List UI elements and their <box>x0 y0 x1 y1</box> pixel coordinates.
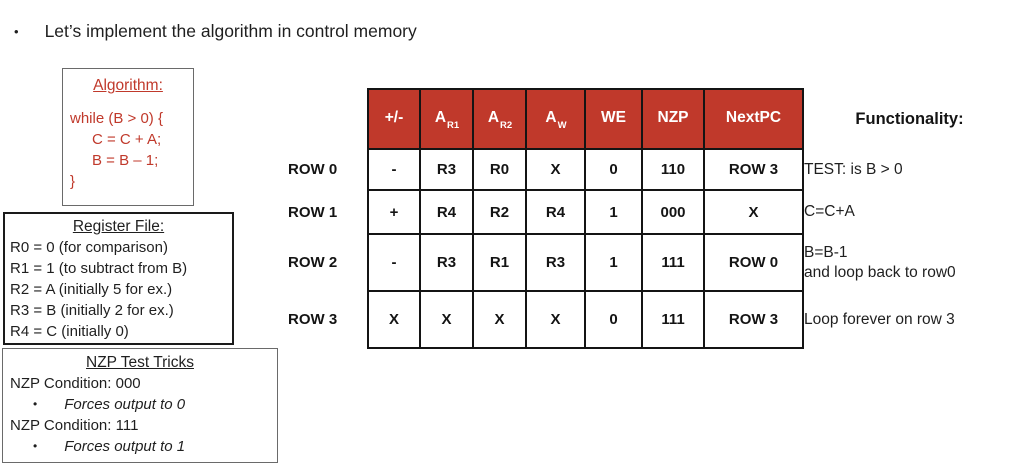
header-subscript: R1 <box>447 120 460 132</box>
table-cell: R1 <box>472 233 527 292</box>
header-subscript: W <box>557 120 567 132</box>
control-memory-table: +/- AR1 AR2 AW WE NZP NextPC Functionali… <box>288 88 1015 349</box>
nzp-condition: NZP Condition: 000 <box>10 375 141 392</box>
table-cell: X <box>472 290 527 349</box>
nzp-effect-row: • Forces output to 1 <box>3 436 277 457</box>
table-cell: 0 <box>584 148 643 191</box>
corner-cell <box>288 89 368 149</box>
table-row: ROW 3 X X X X 0 111 ROW 3 Loop forever o… <box>288 290 1015 349</box>
table-cell: R4 <box>525 189 586 235</box>
header-label: WE <box>601 108 626 126</box>
table-cell: 000 <box>641 189 705 235</box>
row-label: ROW 1 <box>288 203 338 221</box>
row-label: ROW 2 <box>288 254 338 271</box>
functionality-line: C=C+A <box>804 203 855 220</box>
header-label: +/- <box>384 108 404 126</box>
nzp-box-title: NZP Test Tricks <box>86 354 194 371</box>
code-line: B = B – 1; <box>92 152 159 169</box>
table-cell: R3 <box>525 233 586 292</box>
functionality-line: Loop forever on row 3 <box>804 310 955 328</box>
table-cell: R3 <box>419 233 474 292</box>
row-label: ROW 3 <box>288 311 338 328</box>
algorithm-box-title: Algorithm: <box>93 77 163 94</box>
header-cell-we: WE <box>584 88 643 150</box>
table-header-row: +/- AR1 AR2 AW WE NZP NextPC Functionali… <box>288 88 1015 150</box>
table-cell: X <box>525 148 586 191</box>
functionality-title: Functionality: <box>855 109 964 128</box>
register-line: R0 = 0 (for comparison) <box>10 239 168 256</box>
table-cell: R4 <box>419 189 474 235</box>
table-row: ROW 0 - R3 R0 X 0 110 ROW 3 TEST: is B >… <box>288 148 1015 191</box>
functionality-cell: Loop forever on row 3 <box>803 291 1015 348</box>
table-cell: X <box>367 290 421 349</box>
table-cell: 111 <box>641 290 705 349</box>
header-cell-plusminus: +/- <box>367 88 421 150</box>
bullet-icon: • <box>33 439 38 453</box>
header-label: A <box>545 108 557 126</box>
header-label: A <box>487 108 500 126</box>
header-subscript: R2 <box>500 120 513 132</box>
row-label: ROW 0 <box>288 161 338 178</box>
table-cell: 1 <box>584 189 643 235</box>
nzp-effect: Forces output to 0 <box>64 396 186 413</box>
register-line: R1 = 1 (to subtract from B) <box>10 260 188 277</box>
table-cell: ROW 0 <box>703 233 804 292</box>
algorithm-code: while (B > 0) { C = C + A; B = B – 1; } <box>63 108 193 192</box>
table-row: ROW 2 - R3 R1 R3 1 111 ROW 0 B=B-1 and l… <box>288 233 1015 292</box>
header-cell-aw: AW <box>525 88 586 150</box>
nzp-condition: NZP Condition: 111 <box>10 417 139 434</box>
code-line: C = C + A; <box>92 131 162 148</box>
nzp-test-tricks-box: NZP Test Tricks NZP Condition: 000 • For… <box>2 348 278 463</box>
table-cell: R0 <box>472 148 527 191</box>
slide-title-row: • Let’s implement the algorithm in contr… <box>14 20 417 43</box>
table-cell: R2 <box>472 189 527 235</box>
header-cell-ar1: AR1 <box>419 88 474 150</box>
table-cell: - <box>367 148 421 191</box>
functionality-cell: C=C+A <box>803 190 1015 234</box>
functionality-cell: TEST: is B > 0 <box>803 149 1015 190</box>
table-cell: + <box>367 189 421 235</box>
table-cell: 110 <box>641 148 705 191</box>
register-file-title: Register File: <box>72 218 165 235</box>
functionality-line: TEST: is B > 0 <box>804 160 903 178</box>
table-row: ROW 1 + R4 R2 R4 1 000 X C=C+A <box>288 189 1015 235</box>
table-cell: R3 <box>419 148 474 191</box>
register-line: R3 = B (initially 2 for ex.) <box>10 302 174 319</box>
table-cell: X <box>525 290 586 349</box>
register-line: R4 = C (initially 0) <box>10 323 129 340</box>
functionality-line: and loop back to row0 <box>804 263 956 281</box>
bullet-icon: • <box>14 24 19 39</box>
table-cell: 1 <box>584 233 643 292</box>
table-cell: ROW 3 <box>703 148 804 191</box>
header-cell-nextpc: NextPC <box>703 88 804 150</box>
header-label: A <box>434 108 447 126</box>
code-line: } <box>70 173 76 190</box>
table-cell: X <box>419 290 474 349</box>
header-cell-nzp: NZP <box>641 88 705 150</box>
nzp-effect: Forces output to 1 <box>64 438 186 455</box>
slide-title: Let’s implement the algorithm in control… <box>44 21 417 41</box>
header-cell-ar2: AR2 <box>472 88 527 150</box>
code-line: while (B > 0) { <box>70 110 163 127</box>
header-label: NextPC <box>725 108 782 126</box>
table-cell: 0 <box>584 290 643 349</box>
functionality-cell: B=B-1 and loop back to row0 <box>803 234 1015 291</box>
register-line: R2 = A (initially 5 for ex.) <box>10 281 173 298</box>
nzp-effect-row: • Forces output to 0 <box>3 394 277 415</box>
table-cell: ROW 3 <box>703 290 804 349</box>
table-cell: 111 <box>641 233 705 292</box>
register-file-box: Register File: R0 = 0 (for comparison) R… <box>3 212 234 345</box>
functionality-line: B=B-1 <box>804 243 848 261</box>
table-cell: - <box>367 233 421 292</box>
algorithm-box: Algorithm: while (B > 0) { C = C + A; B … <box>62 68 194 206</box>
table-cell: X <box>703 189 804 235</box>
bullet-icon: • <box>33 397 38 411</box>
header-label: NZP <box>657 108 689 126</box>
